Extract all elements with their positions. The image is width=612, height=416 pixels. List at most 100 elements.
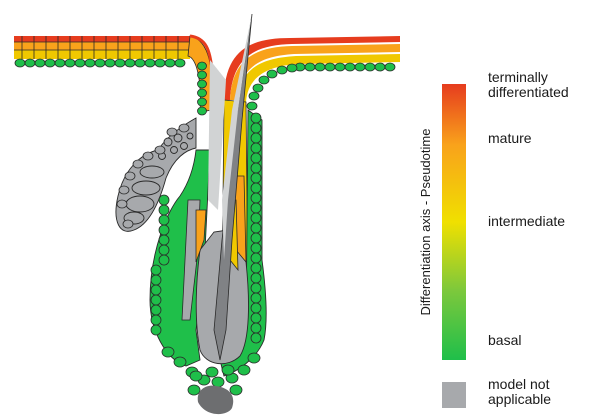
- basal-cell: [151, 285, 161, 295]
- basal-cell: [251, 113, 261, 123]
- matrix-cell: [190, 371, 202, 381]
- basal-cell: [251, 283, 261, 293]
- basal-cell: [251, 133, 261, 143]
- basal-cell: [305, 63, 315, 71]
- label-mature: mature: [488, 130, 532, 146]
- basal-cell: [198, 89, 207, 97]
- label-applicable: applicable: [488, 391, 551, 407]
- basal-cell: [65, 59, 75, 67]
- basal-cell: [249, 92, 259, 100]
- basal-cell: [335, 63, 345, 71]
- basal-cell: [251, 173, 261, 183]
- basal-cell: [251, 273, 261, 283]
- sebocyte-cell: [167, 128, 177, 136]
- basal-cell: [151, 265, 161, 275]
- label-terminally: terminally: [488, 69, 548, 85]
- matrix-cell: [206, 367, 218, 377]
- basal-cell: [365, 63, 375, 71]
- basal-cell: [267, 70, 277, 78]
- basal-cell: [175, 59, 185, 67]
- sebocyte-cell: [179, 124, 189, 132]
- basal-cell: [25, 59, 35, 67]
- dermal-papilla: [198, 386, 233, 414]
- basal-cell: [251, 163, 261, 173]
- basal-cell: [198, 80, 207, 88]
- basal-cell: [115, 59, 125, 67]
- basal-cell: [198, 98, 207, 106]
- basal-cell: [251, 233, 261, 243]
- basal-cell: [251, 153, 261, 163]
- basal-cell: [385, 63, 395, 71]
- basal-cell: [159, 225, 169, 235]
- basal-cell: [253, 84, 263, 92]
- basal-cell: [251, 293, 261, 303]
- matrix-cell: [248, 353, 260, 363]
- basal-cell: [198, 62, 207, 70]
- basal-cell: [251, 203, 261, 213]
- basal-cell: [251, 123, 261, 133]
- basal-cell: [151, 325, 161, 335]
- basal-cell: [259, 76, 269, 84]
- basal-cell: [251, 183, 261, 193]
- basal-cell: [95, 59, 105, 67]
- sebocyte-cell: [133, 160, 143, 168]
- basal-cell: [135, 59, 145, 67]
- matrix-cell: [230, 385, 242, 395]
- matrix-cell: [212, 377, 224, 387]
- basal-cell: [159, 245, 169, 255]
- basal-cell: [345, 63, 355, 71]
- sebocyte-cell: [143, 152, 153, 160]
- basal-cell: [55, 59, 65, 67]
- label-basal: basal: [488, 332, 521, 348]
- basal-cell: [325, 63, 335, 71]
- sebocyte-cell: [117, 200, 127, 208]
- basal-cell: [251, 323, 261, 333]
- basal-cell: [151, 315, 161, 325]
- model-not-applicable-swatch: [442, 382, 466, 408]
- label-intermediate: intermediate: [488, 213, 565, 229]
- basal-cell: [145, 59, 155, 67]
- basal-cell: [315, 63, 325, 71]
- basal-cell: [151, 295, 161, 305]
- basal-cell: [251, 213, 261, 223]
- basal-cell: [159, 215, 169, 225]
- sebocyte-cell: [119, 186, 129, 194]
- basal-cell: [125, 59, 135, 67]
- basal-cell: [35, 59, 45, 67]
- epidermis-left: [14, 36, 190, 67]
- basal-cell: [198, 107, 207, 115]
- basal-cell: [159, 195, 169, 205]
- basal-cell: [251, 303, 261, 313]
- basal-cell: [277, 66, 287, 74]
- matrix-cell: [174, 357, 186, 367]
- basal-cell: [251, 243, 261, 253]
- sebocyte-cell: [155, 146, 165, 154]
- basal-cell: [85, 59, 95, 67]
- sebocyte-cell: [123, 220, 133, 228]
- basal-cell: [159, 205, 169, 215]
- basal-cell: [251, 313, 261, 323]
- matrix-cell: [238, 365, 250, 375]
- basal-cell: [251, 333, 261, 343]
- basal-cell: [151, 275, 161, 285]
- basal-cell: [247, 102, 257, 110]
- basal-cell: [159, 255, 169, 265]
- basal-cell: [287, 64, 297, 72]
- legend: Differentiation axis - Pseudotime termin…: [418, 69, 569, 408]
- matrix-cell: [222, 365, 234, 375]
- axis-title: Differentiation axis - Pseudotime: [418, 129, 433, 316]
- pseudotime-colorbar: [442, 84, 466, 360]
- basal-cell: [15, 59, 25, 67]
- basal-cell: [159, 235, 169, 245]
- matrix-cell: [162, 347, 174, 357]
- sebocyte-cell: [125, 172, 135, 180]
- basal-cell: [165, 59, 175, 67]
- basal-cell: [151, 305, 161, 315]
- basal-cell: [251, 253, 261, 263]
- basal-cell: [251, 193, 261, 203]
- matrix-cell: [188, 385, 200, 395]
- basal-cell: [355, 63, 365, 71]
- basal-cell: [105, 59, 115, 67]
- basal-cell: [251, 143, 261, 153]
